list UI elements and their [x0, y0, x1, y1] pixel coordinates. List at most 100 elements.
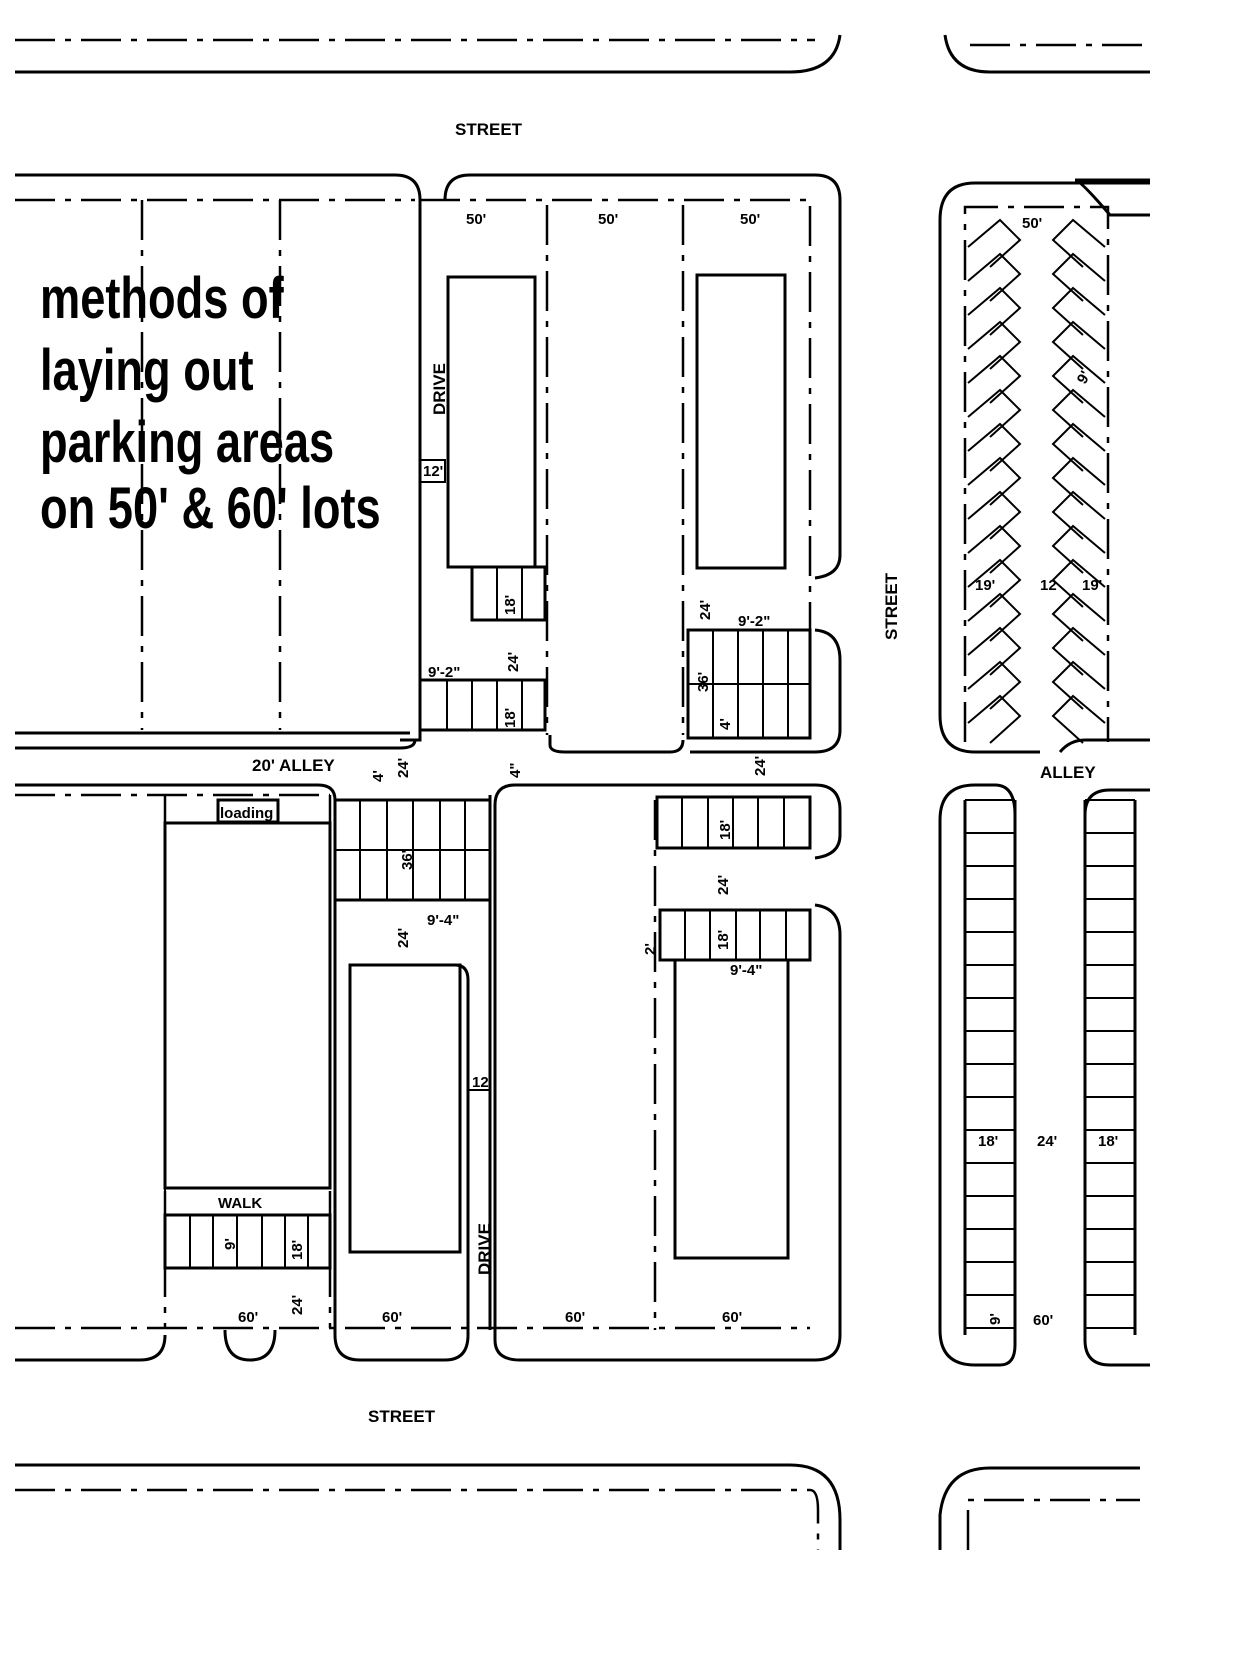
svg-text:4': 4': [717, 718, 734, 730]
svg-text:parking areas: parking areas: [40, 411, 334, 476]
stall-line: [967, 524, 1022, 574]
walk-label: WALK: [218, 1195, 262, 1212]
stall-line: [1051, 592, 1106, 642]
svg-text:19': 19': [1082, 577, 1102, 594]
stall-line: [1051, 388, 1106, 438]
svg-text:18': 18': [502, 708, 519, 728]
svg-text:60': 60': [238, 1309, 258, 1326]
svg-text:18': 18': [1098, 1133, 1118, 1150]
lot-width-label: 50': [598, 211, 618, 228]
svg-text:9': 9': [987, 1313, 1004, 1325]
svg-text:9'-4": 9'-4": [427, 912, 459, 929]
svg-text:laying out: laying out: [40, 339, 254, 404]
parking-stalls: [470, 565, 547, 622]
svg-text:60': 60': [722, 1309, 742, 1326]
stall-line: [967, 660, 1022, 710]
stall-line: [967, 252, 1022, 302]
svg-text:methods of: methods of: [40, 267, 284, 332]
svg-text:18': 18': [502, 595, 519, 615]
svg-text:12: 12: [1040, 577, 1057, 594]
bottom-street-curbs: [15, 1463, 1140, 1550]
stall-line: [967, 694, 1022, 744]
block-bottom-middle: [333, 795, 492, 1362]
svg-text:19': 19': [975, 577, 995, 594]
svg-text:24': 24': [395, 928, 412, 948]
street-label-right: STREET: [882, 572, 901, 640]
drive-label-top: DRIVE: [430, 363, 449, 415]
herringbone-stalls: [967, 218, 1106, 744]
lot-width-label: 50': [466, 211, 486, 228]
stall-width-label: 9'-2": [428, 664, 460, 681]
stall-line: [967, 592, 1022, 642]
building: [446, 275, 537, 569]
building: [673, 958, 790, 1260]
stall-line: [1051, 354, 1106, 404]
stall-line: [967, 490, 1022, 540]
stall-line: [1051, 626, 1106, 676]
block-top-left: [15, 173, 422, 735]
top-street-curbs: [15, 34, 1150, 74]
stall-line: [1051, 558, 1106, 608]
block-top-middle: [400, 173, 842, 754]
svg-text:18': 18': [978, 1133, 998, 1150]
building: [163, 821, 332, 1190]
stall-line: [1051, 252, 1106, 302]
stall-line: [1051, 456, 1106, 506]
stall-line: [967, 626, 1022, 676]
perpendicular-stalls: [963, 799, 1137, 1335]
svg-text:9': 9': [222, 1238, 239, 1250]
svg-text:60': 60': [382, 1309, 402, 1326]
svg-text:50': 50': [1022, 215, 1042, 232]
stall-line: [1051, 422, 1106, 472]
svg-text:24': 24': [1037, 1133, 1057, 1150]
block-bottom-left: [15, 739, 810, 1362]
stall-line: [1051, 320, 1106, 370]
stall-line: [1051, 524, 1106, 574]
building: [695, 273, 787, 570]
stall-line: [967, 354, 1022, 404]
svg-text:24': 24': [289, 1295, 306, 1315]
loading-dock: [216, 798, 280, 824]
stall-line: [967, 320, 1022, 370]
svg-text:24': 24': [505, 652, 522, 672]
stall-line: [1051, 490, 1106, 540]
drive-width-label: 12': [423, 463, 443, 480]
svg-text:18': 18': [289, 1240, 306, 1260]
svg-text:24': 24': [697, 600, 714, 620]
stall-line: [967, 218, 1022, 268]
page-title: methods of laying out parking areas on 5…: [40, 267, 381, 542]
svg-text:18': 18': [715, 930, 732, 950]
stall-width-label: 9'-2": [738, 613, 770, 630]
lot-width-label: 50': [740, 211, 760, 228]
svg-text:on 50' & 60' lots: on 50' & 60' lots: [40, 477, 381, 542]
stall-line: [967, 286, 1022, 336]
svg-text:60': 60': [1033, 1312, 1053, 1329]
street-label-bottom: STREET: [368, 1407, 436, 1426]
drive-label-bottom: DRIVE: [475, 1223, 494, 1275]
stall-line: [1051, 660, 1106, 710]
svg-text:36': 36': [399, 850, 416, 870]
stall-line: [967, 558, 1022, 608]
stall-line: [967, 388, 1022, 438]
svg-text:24': 24': [395, 758, 412, 778]
svg-text:24': 24': [752, 756, 769, 776]
svg-text:4": 4": [507, 763, 524, 778]
stall-line: [1051, 218, 1106, 268]
block-bottom-right-lot: [493, 783, 842, 1362]
street-label-top: STREET: [455, 120, 523, 139]
svg-text:2': 2': [642, 943, 659, 955]
parking-stalls: [418, 678, 547, 732]
stall-line: [1013, 800, 1087, 1335]
svg-text:12: 12: [472, 1074, 489, 1091]
svg-text:18': 18': [717, 820, 734, 840]
alley-label-left: 20' ALLEY: [252, 756, 335, 775]
stall-line: [1051, 286, 1106, 336]
building: [348, 963, 462, 1254]
svg-text:4': 4': [370, 770, 387, 782]
block-top-right: [938, 178, 1150, 754]
stall-line: [967, 456, 1022, 506]
stall-line: [967, 422, 1022, 472]
loading-label: loading: [220, 805, 273, 822]
svg-text:60': 60': [565, 1309, 585, 1326]
